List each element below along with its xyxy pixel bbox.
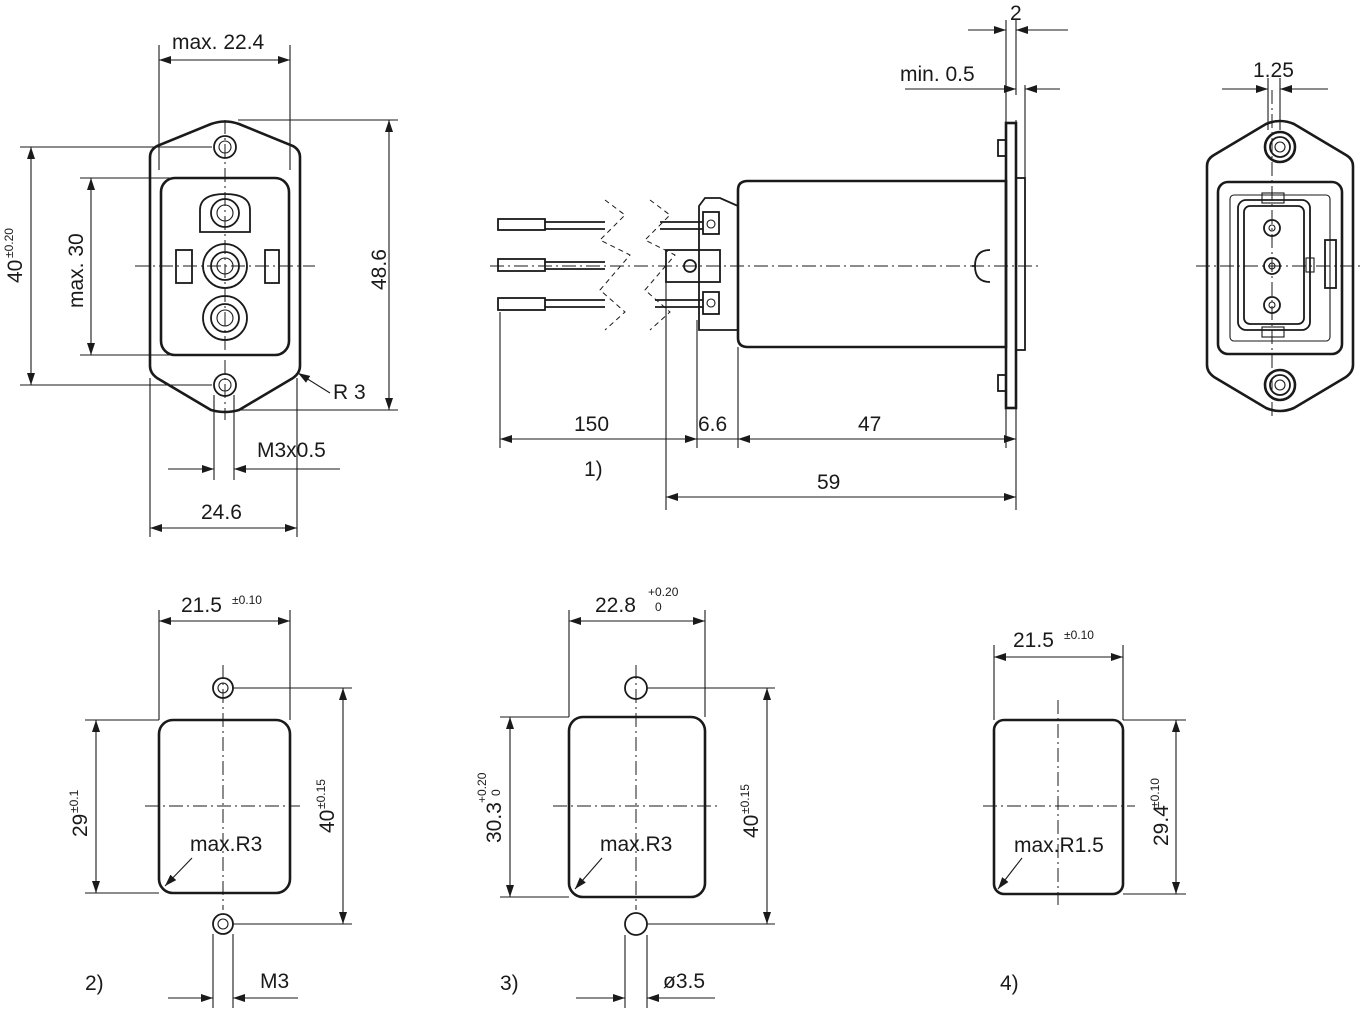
side-terminal-block (698, 197, 739, 331)
dim-c3-width-tol-minus: 0 (655, 600, 662, 614)
dim-c3-hole-dia: ø3.5 (663, 970, 705, 993)
dim-c4-radius: max.R1.5 (1014, 834, 1104, 857)
cutout-3-outline (567, 715, 707, 899)
dim-overall-length: 59 (817, 471, 840, 494)
dim-c3-radius: max.R3 (600, 833, 672, 856)
rear-flange-outline (1205, 119, 1355, 413)
dim-c4-height: 29.4 (1150, 805, 1173, 846)
dim-body-length: 47 (858, 413, 881, 436)
dim-flange-thickness: 2 (1010, 2, 1022, 25)
dim-c2-thread: M3 (260, 970, 289, 993)
front-view: max. 22.4 40 ±0.20 max. 30 48.6 R 3 M3x0… (2, 31, 398, 537)
dim-c2-width: 21.5 (181, 594, 222, 617)
side-view: 2 min. 0.5 150 6.6 47 59 1) (490, 2, 1068, 510)
dim-pin-pitch: 1.25 (1253, 59, 1294, 82)
dim-c4-width-tol: ±0.10 (1064, 628, 1094, 642)
dim-lead-length: 150 (574, 413, 609, 436)
dim-c3-hole-pitch-tol: ±0.15 (738, 784, 752, 814)
dim-front-width-max: max. 22.4 (172, 31, 265, 54)
dim-c4-width: 21.5 (1013, 629, 1054, 652)
dim-front-radius: R 3 (333, 381, 366, 404)
dim-c3-hole-pitch: 40 (740, 815, 763, 838)
front-flange-outline (148, 120, 302, 414)
dim-c2-radius: max.R3 (190, 833, 262, 856)
dim-c3-height-tol-plus: +0.20 (475, 772, 489, 803)
dim-c2-height: 29 (69, 814, 92, 837)
rear-mounting-hole-top (1263, 130, 1297, 164)
dim-front-thread: M3x0.5 (257, 439, 326, 462)
note-ref-2: 2) (85, 972, 104, 995)
dim-c3-height-tol-minus: 0 (489, 789, 503, 796)
dim-terminal-length: 6.6 (698, 413, 727, 436)
cutout-3: 22.8 +0.20 0 30.3 +0.20 0 40 ±0.15 max.R… (475, 585, 775, 1008)
note-ref-1: 1) (584, 458, 603, 481)
rear-mounting-hole-bottom (1263, 368, 1297, 402)
rear-pin-housing (1237, 199, 1311, 331)
note-ref-4: 4) (1000, 972, 1019, 995)
dim-c3-height: 30.3 (483, 802, 506, 843)
dim-c3-width-tol-plus: +0.20 (648, 585, 679, 599)
dim-front-overall-height: 48.6 (368, 249, 391, 290)
dim-front-height: 40 (4, 260, 27, 283)
side-body (736, 179, 1008, 349)
dim-c3-width: 22.8 (595, 594, 636, 617)
rear-latch (1324, 239, 1337, 289)
dim-c4-height-tol: ±0.10 (1148, 778, 1162, 808)
rear-view: 1.25 (1196, 59, 1361, 420)
dim-front-height-tol: ±0.20 (2, 228, 16, 258)
dim-front-inner-height: max. 30 (65, 233, 88, 308)
dim-c2-width-tol: ±0.10 (232, 593, 262, 607)
dim-front-hole-pitch: 24.6 (201, 501, 242, 524)
note-ref-3: 3) (500, 972, 519, 995)
cutout-4: 21.5 ±0.10 29.4 ±0.10 max.R1.5 4) (983, 628, 1186, 995)
dim-min-clearance: min. 0.5 (900, 63, 975, 86)
dim-c2-height-tol: ±0.1 (67, 789, 81, 813)
side-wire-leads (497, 199, 703, 331)
rear-inner-body (1216, 180, 1344, 356)
dim-c2-hole-pitch: 40 (316, 810, 339, 833)
dim-c2-hole-pitch-tol: ±0.15 (314, 779, 328, 809)
cutout-2: 21.5 ±0.10 29 ±0.1 40 ±0.15 max.R3 M3 2) (67, 593, 352, 1008)
